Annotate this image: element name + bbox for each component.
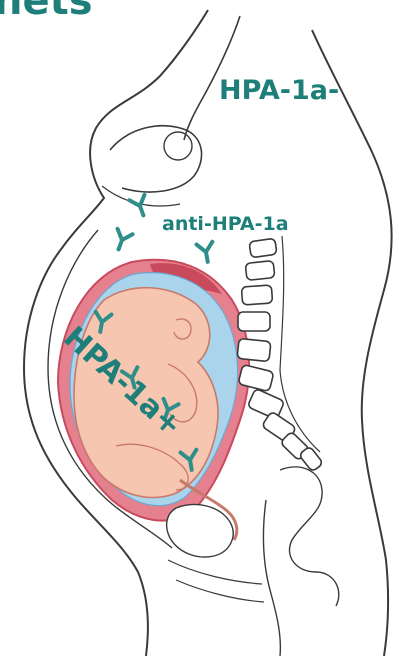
antibody-icon <box>197 242 216 263</box>
bladder <box>167 504 234 557</box>
antibody-label: anti-HPA-1a <box>162 213 289 235</box>
antibody-icon <box>129 195 151 218</box>
vertebra <box>249 238 277 257</box>
vertebra <box>237 338 271 361</box>
vertebra <box>247 388 284 419</box>
cropped-header-text: nets <box>0 0 93 24</box>
spine <box>237 238 323 472</box>
mother-label: HPA-1a- <box>219 75 339 106</box>
vertebra <box>241 285 272 305</box>
antibody-icon <box>111 229 133 252</box>
rectum <box>263 500 280 656</box>
vertebra <box>245 261 275 281</box>
intestine <box>280 467 339 606</box>
pelvic-floor <box>168 560 264 602</box>
breast-areola <box>164 132 192 160</box>
mother-spine-outline <box>312 30 392 656</box>
vertebra <box>238 312 270 331</box>
spinal-cord-line <box>280 236 320 452</box>
